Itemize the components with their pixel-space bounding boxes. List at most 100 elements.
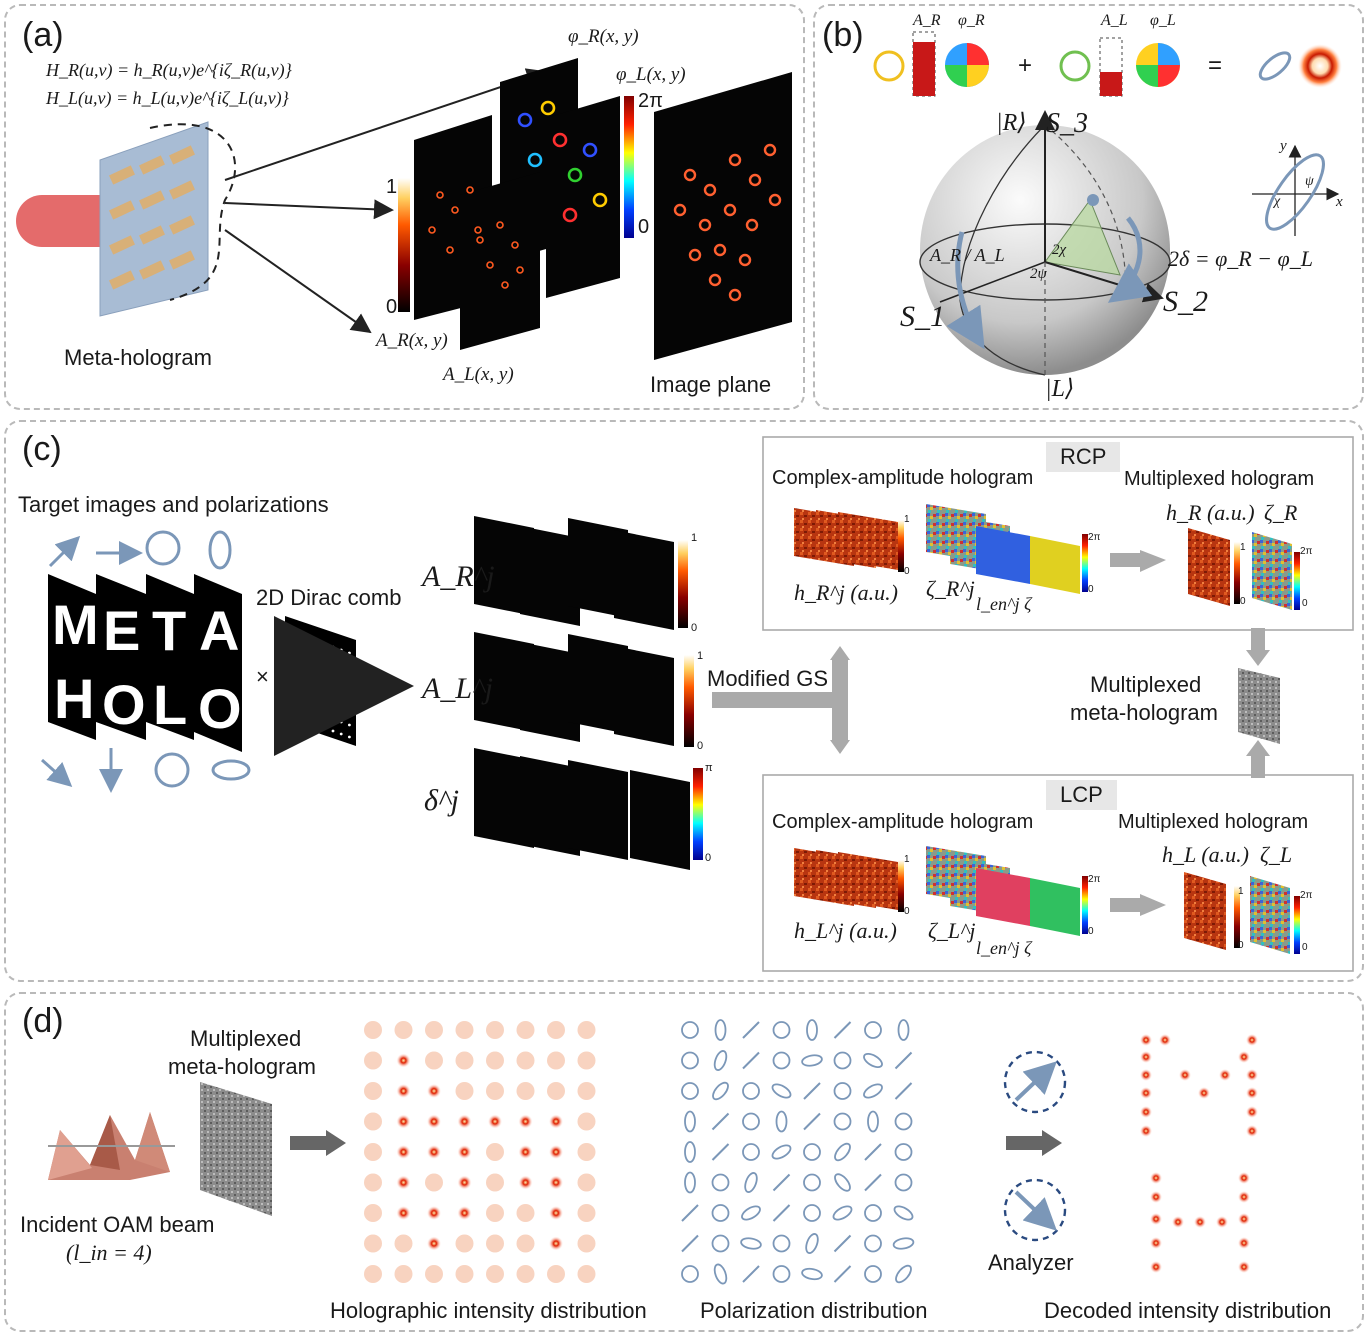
hologram-spot (394, 1234, 413, 1253)
colorbar-phase (624, 96, 634, 238)
lcp-tag: LCP (1046, 780, 1117, 810)
rcp-out-cbar-zero: 0 (1240, 596, 1246, 607)
hologram-spot (549, 1206, 563, 1220)
hologram-spot (486, 1051, 504, 1070)
pol-dist-label: Polarization distribution (700, 1298, 928, 1323)
state-point (1087, 194, 1099, 206)
lcp-box (762, 774, 1354, 972)
hl-au: h_L (a.u.) (1162, 842, 1249, 867)
comb-dot (348, 651, 351, 655)
hologram-spot (577, 1082, 596, 1100)
rcp-cbar-phase-zero: 0 (1088, 584, 1094, 595)
hologram-spot (549, 1236, 563, 1251)
pol-ellipse (684, 1110, 696, 1133)
lcp-out-cbar-zero: 0 (1238, 940, 1244, 951)
holo-intensity-label: Holographic intensity distribution (330, 1298, 647, 1323)
amp-r-planes (474, 516, 674, 630)
lcp-out-cbar-one: 1 (1238, 886, 1244, 897)
cbar-al-zero: 0 (697, 740, 704, 752)
pol-linear (894, 1051, 913, 1070)
zeta-r: ζ_R (1264, 500, 1298, 525)
hrj-au: h_R^j (a.u.) (794, 580, 898, 605)
pol-linear (711, 1112, 730, 1131)
pol-circle (803, 1204, 821, 1222)
b-plus: + (1018, 52, 1033, 79)
panel-a-label: (a) (22, 16, 64, 54)
rcp-out-cbar-2pi: 2π (1300, 546, 1313, 557)
ellipse-x-label: x (1336, 194, 1343, 210)
cbar-ar-zero: 0 (691, 622, 698, 634)
hologram-spot (486, 1173, 504, 1192)
arj-label: A_R^j (422, 560, 495, 593)
comb-dot (348, 699, 351, 703)
comb-dot (339, 648, 343, 652)
comb-dot (323, 666, 327, 670)
rcp-complex-amp: Complex-amplitude hologram (772, 467, 1034, 489)
panel-d-label: (d) (22, 1002, 64, 1040)
dirac-comb (285, 616, 356, 746)
polarization-grid (681, 1019, 915, 1285)
hologram-spot (516, 1265, 535, 1283)
pol-circle (864, 1021, 882, 1039)
lcp-holograms (794, 846, 1300, 954)
analyzer-1 (1003, 1050, 1067, 1114)
cbar-phase-top: 2π (638, 90, 663, 112)
letter-o2: O (198, 677, 242, 740)
times-sign: × (256, 664, 269, 689)
pol-circle (894, 1143, 913, 1161)
hologram-spot (364, 1051, 382, 1070)
pol-circle (833, 1082, 852, 1100)
comb-dot (290, 702, 294, 706)
comb-dot (348, 663, 351, 667)
pol-ellipse (832, 1205, 853, 1221)
hologram-spot (577, 1204, 596, 1222)
incident-label: Incident OAM beam (20, 1212, 215, 1237)
d-multiplexed-2: meta-hologram (168, 1054, 316, 1079)
cbar-amp-bottom: 0 (386, 296, 398, 318)
comb-dot (290, 630, 294, 634)
letter-e: E (103, 599, 141, 662)
comb-dot (331, 717, 335, 721)
image-plane-label: Image plane (650, 372, 772, 397)
pol-linear (803, 1112, 821, 1131)
result-ellipse-icon (1258, 51, 1292, 81)
comb-dot (315, 675, 318, 679)
comb-dot (298, 657, 302, 661)
comb-dot (298, 645, 302, 649)
hologram-spot (549, 1114, 563, 1129)
pol-ellipse (805, 1233, 819, 1254)
pol-ellipse (740, 1237, 762, 1250)
hologram-spot (516, 1051, 535, 1070)
dirac-label: 2D Dirac comb (256, 585, 402, 610)
hologram-spot (547, 1021, 565, 1039)
lin-label: (l_in = 4) (66, 1240, 152, 1265)
hologram-spot (486, 1234, 504, 1253)
comb-dot (315, 723, 318, 727)
colorbar-delta (693, 768, 703, 860)
hologram-spot (394, 1265, 413, 1283)
decoded-m (1140, 1034, 1258, 1137)
phi-l-label: φ_L(x, y) (616, 64, 686, 85)
multiplexed-meta-2: meta-hologram (1070, 700, 1218, 725)
zeta-l: ζ_L (1260, 842, 1293, 867)
analyzer-2 (1003, 1178, 1067, 1242)
panel-b (813, 4, 1364, 410)
hologram-spot (516, 1234, 535, 1253)
hologram-spot (364, 1021, 382, 1039)
hologram-spot (547, 1051, 565, 1070)
pol-ellipse (806, 1019, 818, 1041)
pol-ellipse (684, 1171, 696, 1194)
pol-circle (864, 1265, 882, 1283)
gs-arrow (712, 660, 848, 740)
pol-ellipse (713, 1263, 728, 1285)
lenzeta-r: l_en^j ζ (976, 594, 1032, 614)
pol-ellipse (863, 1052, 883, 1069)
lcp-complex-amp: Complex-amplitude hologram (772, 811, 1034, 833)
hologram-spot (457, 1206, 472, 1220)
hologram-spot (577, 1021, 596, 1039)
d-multiplexed-1: Multiplexed (190, 1026, 302, 1051)
hologram-spot (364, 1265, 382, 1283)
image-rings (673, 143, 782, 302)
pol-ellipse (771, 1144, 792, 1160)
